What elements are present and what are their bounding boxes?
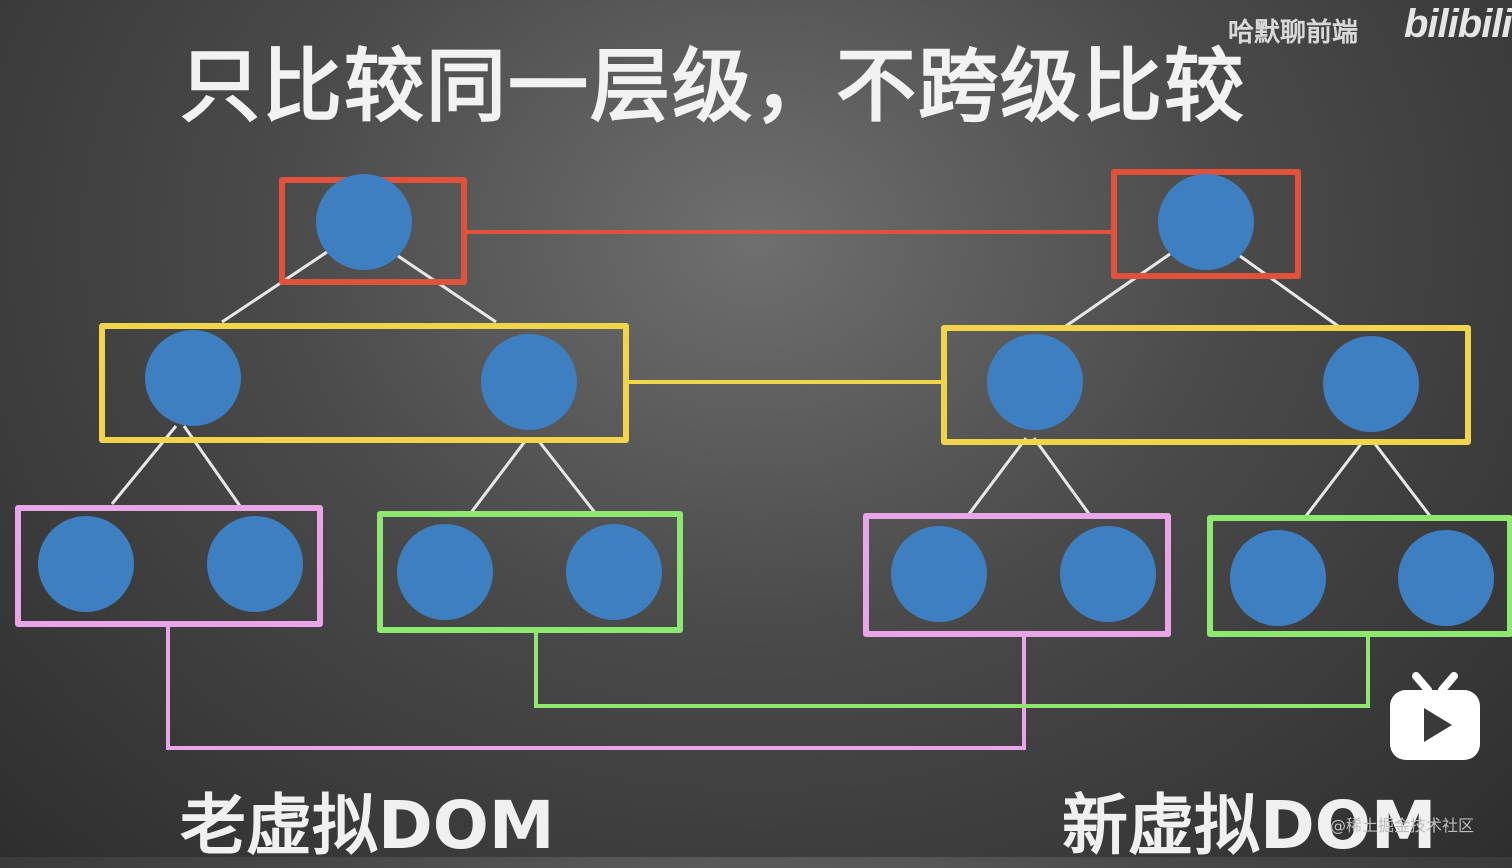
edge	[1239, 254, 1339, 328]
edge	[1370, 439, 1432, 517]
old-leaf-group-green	[377, 511, 683, 633]
bilibili-logo: bilibili	[1404, 2, 1512, 46]
new-leaf-group-green	[1207, 515, 1512, 637]
edge	[536, 439, 598, 515]
source-watermark: @稀土掘金技术社区	[1330, 816, 1475, 835]
old-leaf-node	[397, 524, 493, 620]
new-leaf-node	[1230, 530, 1326, 626]
new-mid-node-left	[987, 334, 1083, 430]
new-leaf-group-pink	[863, 513, 1171, 637]
new-mid-node-right	[1323, 336, 1419, 432]
old-mid-level-box	[99, 323, 629, 443]
new-root-level-box	[1111, 169, 1301, 279]
green-group-connector	[534, 632, 1370, 708]
edge	[397, 254, 497, 324]
new-mid-level-box	[941, 325, 1471, 445]
new-leaf-node	[1398, 530, 1494, 626]
old-mid-node-right	[481, 334, 577, 430]
edge	[1304, 439, 1366, 517]
slide-title: 只比较同一层级，不跨级比较	[180, 40, 1246, 133]
old-mid-node-left	[145, 330, 241, 426]
pink-group-connector	[166, 626, 1026, 750]
new-vdom-label: 新虚拟DOM	[1062, 787, 1437, 864]
new-root-node	[1158, 174, 1254, 270]
author-watermark: 哈默聊前端	[1228, 18, 1359, 48]
new-leaf-node	[891, 526, 987, 622]
edge	[1065, 252, 1171, 328]
old-leaf-group-pink	[15, 505, 323, 627]
new-leaf-node	[1060, 526, 1156, 622]
old-vdom-label: 老虚拟DOM	[180, 787, 555, 864]
tv-play-icon	[1390, 672, 1480, 760]
old-leaf-node	[207, 516, 303, 612]
old-leaf-node	[38, 516, 134, 612]
edge	[221, 248, 331, 324]
edge	[468, 439, 528, 515]
old-root-node	[316, 174, 412, 270]
old-leaf-node	[566, 524, 662, 620]
edge	[964, 437, 1028, 519]
edge	[1032, 437, 1094, 519]
new-tree-edges	[964, 252, 1432, 519]
